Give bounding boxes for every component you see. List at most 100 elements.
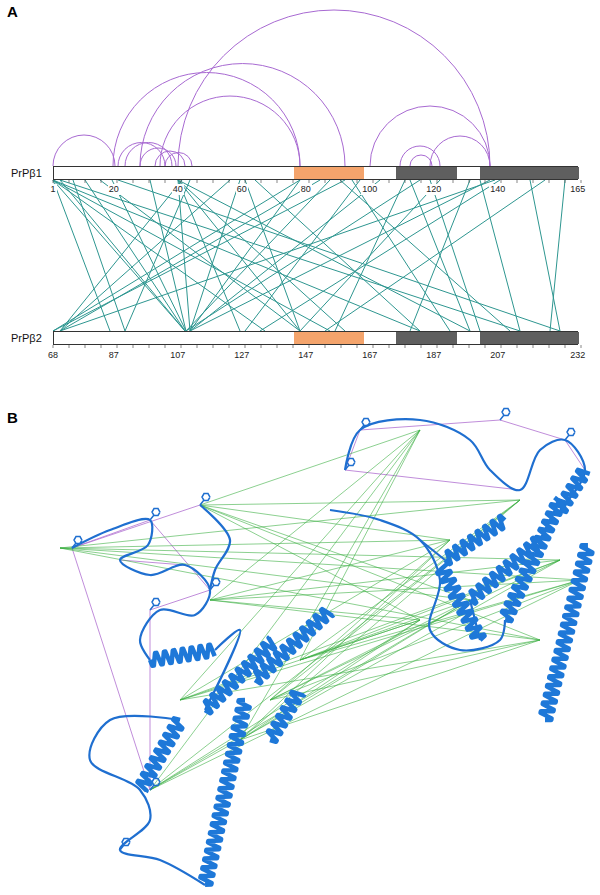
- tick-mark: [69, 345, 70, 348]
- tick-mark: [181, 180, 182, 183]
- residue-number: 100: [361, 184, 378, 195]
- domain-segment: [480, 167, 579, 179]
- crosslink-line: [340, 180, 510, 331]
- helix-ribbon: [558, 470, 590, 512]
- crosslink-line: [60, 180, 230, 331]
- intra-link-arc: [178, 10, 490, 166]
- crosslink-line: [53, 180, 300, 331]
- tick-mark: [341, 345, 342, 348]
- tick-mark: [517, 345, 518, 348]
- intra-link-arc: [155, 151, 185, 166]
- tick-mark: [501, 180, 502, 183]
- loop-ribbon: [345, 419, 585, 510]
- crosslink-line: [410, 180, 470, 331]
- crosslink-line: [60, 180, 320, 331]
- intra-link-arc: [160, 96, 300, 166]
- tick-mark: [565, 180, 566, 183]
- distance-line: [72, 505, 200, 548]
- crosslink-line: [60, 180, 495, 331]
- tick-mark: [117, 180, 118, 183]
- residue-number: 107: [169, 350, 186, 361]
- sequence-bar: PrPβ2: [11, 331, 578, 345]
- side-chain: [120, 839, 130, 850]
- side-chain: [565, 429, 575, 440]
- distance-line: [565, 440, 585, 470]
- tick-mark: [325, 180, 326, 183]
- tick-mark: [53, 345, 54, 348]
- intra-link-arc: [370, 106, 490, 166]
- tick-mark: [581, 345, 582, 348]
- panel-letter: B: [6, 409, 19, 426]
- side-chain: [200, 494, 210, 505]
- tick-mark: [229, 345, 230, 348]
- tick-mark: [469, 345, 470, 348]
- tick-mark: [549, 180, 550, 183]
- tick-mark: [277, 345, 278, 348]
- residue-number: 165: [569, 184, 586, 195]
- side-chain: [150, 599, 160, 610]
- crosslink-line: [150, 500, 520, 790]
- tick-mark: [373, 180, 374, 183]
- tick-mark: [389, 345, 390, 348]
- crosslink-line: [53, 180, 110, 331]
- crosslink-line: [190, 180, 240, 331]
- crosslink-line: [53, 180, 185, 331]
- crosslink-line: [150, 560, 560, 790]
- crosslink-line: [60, 180, 182, 331]
- crosslink-line: [180, 430, 420, 700]
- loop-ribbon: [89, 716, 205, 885]
- crosslink-line: [60, 548, 560, 560]
- domain-segment: [396, 332, 457, 344]
- residue-number: 1: [49, 184, 56, 195]
- crosslink-line: [530, 180, 560, 331]
- tick-mark: [533, 180, 534, 183]
- tick-mark: [69, 180, 70, 183]
- crosslink-line: [325, 180, 545, 331]
- tick-mark: [565, 345, 566, 348]
- loop-ribbon: [200, 505, 230, 590]
- tick-mark: [245, 345, 246, 348]
- crosslink-line: [60, 548, 540, 640]
- crosslink-line: [178, 180, 470, 331]
- distance-line: [150, 610, 151, 790]
- residue-number: 187: [425, 350, 442, 361]
- tick-mark: [309, 180, 310, 183]
- tick-mark: [421, 345, 422, 348]
- tick-mark: [357, 345, 358, 348]
- tick-mark: [165, 345, 166, 348]
- tick-mark: [453, 180, 454, 183]
- tick-mark: [85, 180, 86, 183]
- tick-mark: [405, 345, 406, 348]
- tick-mark: [181, 345, 182, 348]
- crosslink-line: [240, 500, 520, 740]
- crosslink-line: [550, 180, 565, 331]
- residue-number: 147: [297, 350, 314, 361]
- crosslink-line: [60, 180, 185, 331]
- crosslink-line: [60, 180, 520, 331]
- protein-label: PrPβ1: [11, 167, 53, 179]
- tick-mark: [261, 180, 262, 183]
- residue-number: 120: [425, 184, 442, 195]
- crosslink-line: [270, 540, 450, 700]
- tick-mark: [117, 345, 118, 348]
- tick-mark: [197, 345, 198, 348]
- crosslink-line: [178, 180, 345, 331]
- intra-link-arc: [140, 64, 345, 166]
- intra-link-arc: [410, 155, 432, 166]
- tick-mark: [453, 345, 454, 348]
- crosslink-line: [112, 180, 186, 331]
- crosslink-line: [245, 180, 300, 331]
- helix-ribbon: [150, 645, 215, 666]
- crosslink-line: [210, 600, 540, 640]
- tick-mark: [101, 180, 102, 183]
- tick-mark: [549, 345, 550, 348]
- crosslink-line: [190, 180, 380, 331]
- crosslink-line: [200, 500, 520, 505]
- side-chain: [150, 509, 160, 520]
- tick-mark: [501, 345, 502, 348]
- helix-ribbon: [268, 692, 305, 742]
- tick-mark: [245, 180, 246, 183]
- sequence-track: [53, 166, 578, 180]
- side-chain: [72, 537, 82, 548]
- residue-number: 40: [172, 184, 184, 195]
